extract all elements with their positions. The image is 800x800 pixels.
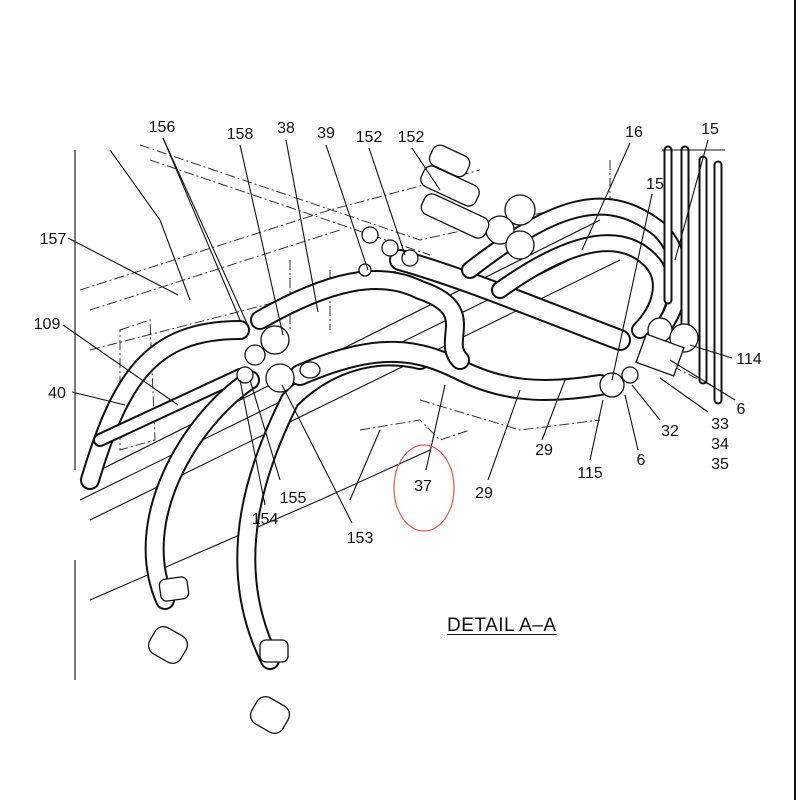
vertical-tubes [662, 145, 725, 405]
leader-lines [62, 137, 736, 524]
callout-153: 153 [346, 530, 374, 547]
callout-6: 6 [736, 401, 746, 418]
callout-152: 152 [397, 129, 425, 146]
callout-114: 114 [736, 351, 762, 368]
callout-35: 35 [711, 456, 729, 473]
highlight-circle-37 [393, 444, 455, 532]
hose-down-2 [236, 346, 430, 670]
hose-upper-2 [250, 270, 470, 370]
callout-15: 15 [646, 176, 664, 193]
callout-155: 155 [279, 490, 307, 507]
callout-39: 39 [317, 125, 335, 142]
callout-32: 32 [661, 423, 679, 440]
callout-109: 109 [33, 316, 61, 333]
callout-156: 156 [148, 119, 176, 136]
detail-title: DETAIL A–A [447, 615, 557, 636]
hose-down-1 [144, 370, 260, 610]
callout-33: 33 [711, 416, 729, 433]
callout-15: 15 [701, 121, 719, 138]
callout-40: 40 [48, 385, 66, 402]
callout-29: 29 [475, 485, 493, 502]
callout-152: 152 [355, 129, 383, 146]
callout-38: 38 [277, 120, 295, 137]
callout-154: 154 [251, 511, 279, 528]
hoses [80, 145, 725, 670]
callout-158: 158 [226, 126, 254, 143]
callout-29: 29 [535, 442, 553, 459]
callout-157: 157 [39, 231, 67, 248]
hose-loop-right [461, 197, 688, 339]
callout-6: 6 [636, 452, 646, 469]
hose-109 [93, 368, 247, 447]
callout-115: 115 [577, 465, 603, 482]
callout-16: 16 [625, 124, 643, 141]
fittings [147, 144, 699, 734]
callout-34: 34 [711, 436, 729, 453]
callout-37: 37 [414, 478, 432, 495]
